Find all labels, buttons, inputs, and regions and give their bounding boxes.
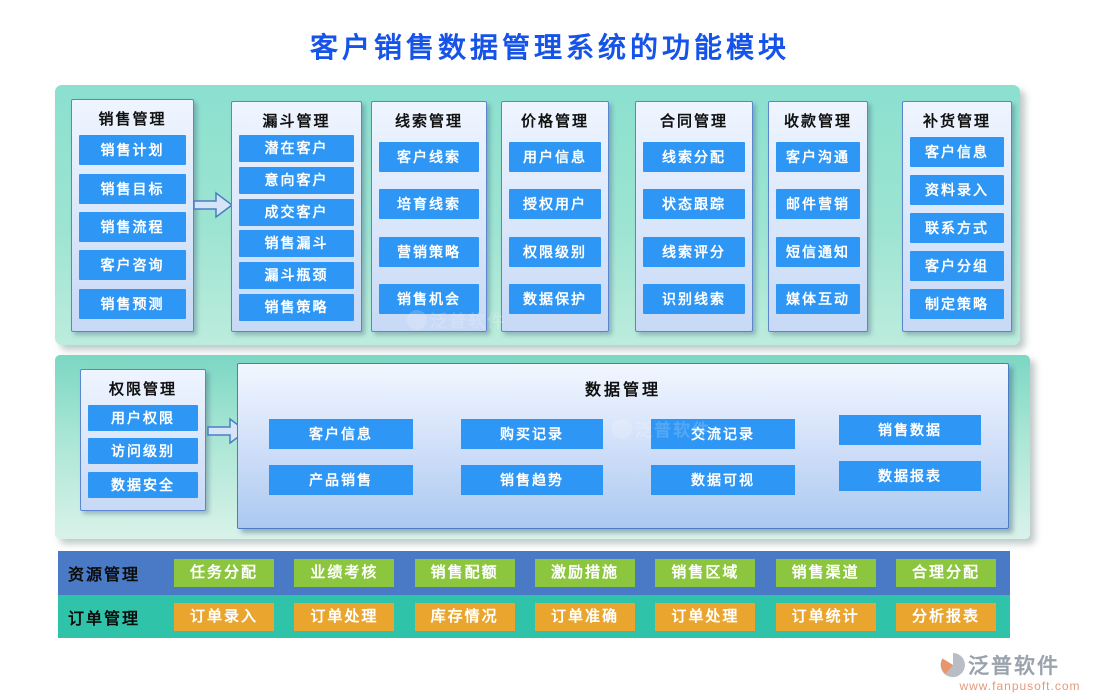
- module-column-price: 价格管理 用户信息 授权用户 权限级别 数据保护: [501, 101, 609, 332]
- data-item: 数据可视: [651, 465, 795, 495]
- module-item: 销售预测: [79, 288, 186, 319]
- resource-management-bar: 资源管理 任务分配 业绩考核 销售配额 激励措施 销售区域 销售渠道 合理分配: [58, 551, 1010, 595]
- order-item: 订单准确: [534, 602, 635, 631]
- module-item: 数据安全: [88, 472, 198, 499]
- module-item: 用户信息: [509, 141, 601, 172]
- module-item: 潜在客户: [239, 135, 354, 163]
- brand-url: www.fanpusoft.com: [959, 679, 1081, 693]
- column-items: 用户权限 访问级别 数据安全: [88, 401, 198, 502]
- bar-label: 订单管理: [68, 610, 141, 628]
- module-item: 销售漏斗: [239, 230, 354, 258]
- resource-item: 销售区域: [655, 559, 756, 587]
- module-item: 成交客户: [239, 198, 354, 226]
- module-item: 邮件营销: [776, 189, 860, 220]
- data-item: 产品销售: [269, 465, 413, 495]
- module-item: 客户线索: [379, 141, 479, 172]
- module-item: 销售机会: [379, 284, 479, 315]
- module-item: 媒体互动: [776, 284, 860, 315]
- resource-item: 合理分配: [895, 559, 996, 587]
- brand-row: 泛普软件: [940, 650, 1100, 680]
- module-item: 漏斗瓶颈: [239, 261, 354, 289]
- data-management-panel: 数据管理 客户信息 购买记录 交流记录 销售数据 产品销售 销售趋势 数据可视 …: [237, 363, 1009, 529]
- order-item: 订单录入: [174, 602, 275, 631]
- top-modules-panel: 销售管理 销售计划 销售目标 销售流程 客户咨询 销售预测 漏斗管理 潜在客户 …: [55, 85, 1020, 345]
- module-column-leads: 线索管理 客户线索 培育线索 营销策略 销售机会: [371, 101, 487, 332]
- column-header: 价格管理: [520, 113, 589, 130]
- resource-item: 任务分配: [174, 559, 275, 587]
- data-item: 购买记录: [461, 419, 603, 449]
- module-item: 状态跟踪: [643, 189, 745, 220]
- order-item: 订单处理: [655, 602, 756, 631]
- fanpu-logo-icon: [940, 652, 966, 678]
- resource-item: 激励措施: [534, 559, 635, 587]
- column-items: 线索分配 状态跟踪 线索评分 识别线索: [643, 133, 745, 323]
- module-item: 销售目标: [79, 173, 186, 204]
- column-header: 线索管理: [394, 113, 463, 130]
- resource-item: 销售配额: [414, 559, 515, 587]
- order-item: 分析报表: [895, 602, 996, 631]
- module-item: 客户信息: [910, 137, 1004, 167]
- data-panel-title: 数据管理: [584, 382, 661, 399]
- middle-panel: 权限管理 用户权限 访问级别 数据安全 数据管理 客户信息 购买记录 交流记录 …: [55, 355, 1030, 539]
- order-item: 订单处理: [294, 602, 395, 631]
- module-item: 制定策略: [910, 289, 1004, 319]
- resource-item: 销售渠道: [775, 559, 876, 587]
- module-column-replenish: 补货管理 客户信息 资料录入 联系方式 客户分组 制定策略: [902, 101, 1012, 332]
- module-item: 线索分配: [643, 141, 745, 172]
- brand-footer: 泛普软件 www.fanpusoft.com: [940, 650, 1100, 693]
- data-item: 客户信息: [269, 419, 413, 449]
- module-item: 培育线索: [379, 189, 479, 220]
- data-item: 销售趋势: [461, 465, 603, 495]
- module-item: 用户权限: [88, 404, 198, 431]
- column-header: 合同管理: [659, 113, 728, 130]
- order-item: 订单统计: [775, 602, 876, 631]
- right-arrow-icon: [193, 191, 234, 219]
- module-item: 销售流程: [79, 211, 186, 242]
- brand-name: 泛普软件: [968, 655, 1060, 678]
- bar-items: 订单录入 订单处理 库存情况 订单准确 订单处理 订单统计 分析报表: [174, 602, 996, 631]
- module-item: 短信通知: [776, 236, 860, 267]
- column-items: 客户信息 资料录入 联系方式 客户分组 制定策略: [910, 133, 1004, 323]
- bottom-bars: 资源管理 任务分配 业绩考核 销售配额 激励措施 销售区域 销售渠道 合理分配 …: [58, 551, 1010, 638]
- module-item: 销售计划: [79, 135, 186, 166]
- module-item: 联系方式: [910, 213, 1004, 243]
- module-item: 营销策略: [379, 236, 479, 267]
- module-item: 权限级别: [509, 236, 601, 267]
- data-item: 数据报表: [839, 461, 981, 491]
- module-item: 客户沟通: [776, 141, 860, 172]
- module-item: 授权用户: [509, 189, 601, 220]
- column-items: 用户信息 授权用户 权限级别 数据保护: [509, 133, 601, 323]
- resource-item: 业绩考核: [294, 559, 395, 587]
- data-item: 交流记录: [651, 419, 795, 449]
- column-items: 客户沟通 邮件营销 短信通知 媒体互动: [776, 133, 860, 323]
- order-item: 库存情况: [414, 602, 515, 631]
- column-header: 收款管理: [783, 113, 852, 130]
- module-item: 客户咨询: [79, 250, 186, 281]
- module-item: 资料录入: [910, 175, 1004, 205]
- column-header: 销售管理: [98, 111, 167, 128]
- column-header: 权限管理: [108, 381, 177, 398]
- column-header: 补货管理: [922, 113, 991, 130]
- module-column-permission: 权限管理 用户权限 访问级别 数据安全: [80, 369, 206, 511]
- module-item: 意向客户: [239, 166, 354, 194]
- module-column-contract: 合同管理 线索分配 状态跟踪 线索评分 识别线索: [635, 101, 753, 332]
- data-item: 销售数据: [839, 415, 981, 445]
- page-title: 客户销售数据管理系统的功能模块: [309, 33, 790, 64]
- column-header: 漏斗管理: [262, 113, 331, 130]
- column-items: 潜在客户 意向客户 成交客户 销售漏斗 漏斗瓶颈 销售策略: [239, 133, 354, 323]
- module-item: 销售策略: [239, 293, 354, 321]
- order-management-bar: 订单管理 订单录入 订单处理 库存情况 订单准确 订单处理 订单统计 分析报表: [58, 595, 1010, 638]
- module-item: 识别线索: [643, 284, 745, 315]
- module-item: 线索评分: [643, 236, 745, 267]
- module-column-sales: 销售管理 销售计划 销售目标 销售流程 客户咨询 销售预测: [71, 99, 194, 332]
- module-item: 数据保护: [509, 284, 601, 315]
- bar-items: 任务分配 业绩考核 销售配额 激励措施 销售区域 销售渠道 合理分配: [174, 559, 996, 587]
- column-items: 销售计划 销售目标 销售流程 客户咨询 销售预测: [79, 131, 186, 323]
- module-item: 访问级别: [88, 438, 198, 465]
- bar-label: 资源管理: [68, 567, 141, 584]
- column-items: 客户线索 培育线索 营销策略 销售机会: [379, 133, 479, 323]
- module-item: 客户分组: [910, 251, 1004, 281]
- module-column-payment: 收款管理 客户沟通 邮件营销 短信通知 媒体互动: [768, 101, 868, 332]
- module-column-funnel: 漏斗管理 潜在客户 意向客户 成交客户 销售漏斗 漏斗瓶颈 销售策略: [231, 101, 362, 332]
